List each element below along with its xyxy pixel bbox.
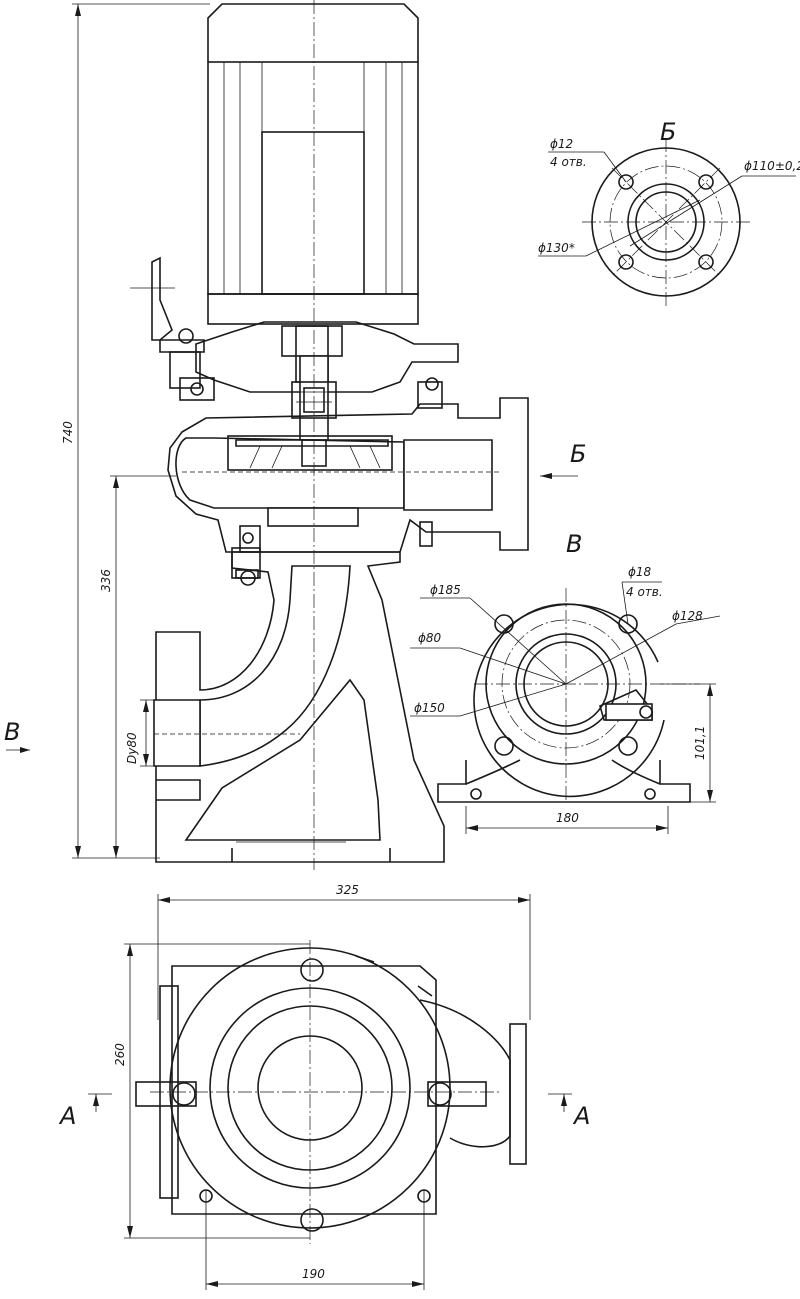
dim-axis-offset-label: 101,1 [693,726,707,760]
dim-dy80-label: Dy80 [125,732,139,764]
section-a-right-label: А [572,1102,590,1130]
dim-base-width-label: 180 [556,811,579,825]
inlet-bore-dia: ϕ80 [418,631,442,645]
view-arrow-b-cyr: Б [540,440,586,479]
flange-spigot-dia: ϕ110±0,2 [744,159,800,173]
dim-inlet-dn: Dy80 [125,699,160,767]
volute-casing [167,377,529,553]
view-b-cyr-flange: Б ϕ12 4 отв. ϕ110±0,2 ϕ130* [538,118,800,306]
inlet-flange-outer-dia: ϕ185 [430,583,461,597]
view-arrow-v-label: В [4,718,20,746]
flange-hole-dia: ϕ12 [550,137,573,151]
section-a-left-label: А [58,1102,76,1130]
dim-336-label: 336 [99,569,113,592]
inlet-stand [153,547,445,863]
dim-axis-height: 336 [99,475,176,858]
main-section-view: 740 336 Dy80 Б В [4,0,586,870]
dim-foot-spacing-label: 190 [302,1267,325,1281]
dim-740-label: 740 [61,421,75,444]
dim-plan-width-label: 325 [336,883,359,897]
flange-bolt-circle: ϕ130* [538,241,575,255]
view-b-cyr-title: Б [660,118,676,146]
inlet-hole-dia: ϕ18 [628,565,652,579]
view-arrow-b-cyr-label: Б [570,440,586,468]
inlet-hole-count: 4 отв. [626,585,663,599]
flange-hole-count: 4 отв. [550,155,587,169]
view-v-inlet-end: В ϕ185 ϕ80 ϕ150 ϕ18 4 отв. [410,530,721,834]
motor [207,3,419,325]
inlet-raised-face-dia: ϕ150 [414,701,445,715]
view-v-title: В [566,530,582,558]
inlet-bolt-circle-dia: ϕ128 [672,609,703,623]
mounting-bracket [130,256,215,401]
plan-view: 325 260 190 А [58,883,590,1290]
dim-plan-depth-label: 260 [113,1043,127,1066]
view-arrow-v: В [4,718,30,753]
